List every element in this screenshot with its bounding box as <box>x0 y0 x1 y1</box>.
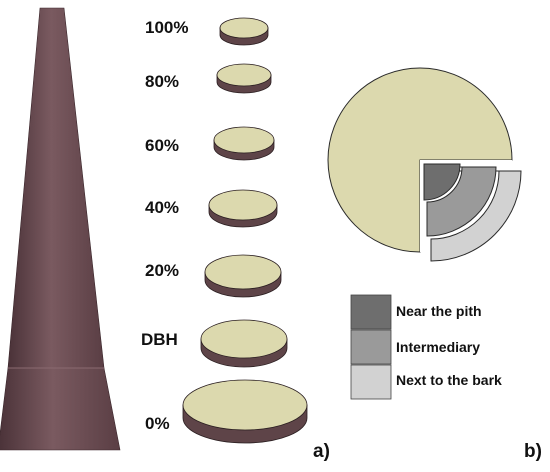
disc-0 <box>182 379 308 444</box>
disc-20 <box>204 254 282 298</box>
level-label-dbh: DBH <box>141 330 178 349</box>
zone-intermediary <box>426 166 497 237</box>
level-label-20: 20% <box>145 261 179 280</box>
level-label-60: 60% <box>145 136 179 155</box>
disc-40 <box>208 189 278 228</box>
zone-bark <box>430 170 522 262</box>
zone-pith <box>423 163 461 201</box>
disc-stack <box>182 17 308 444</box>
legend-label-bark: Next to the bark <box>396 372 502 388</box>
legend: Near the pith Intermediary Next to the b… <box>350 294 502 400</box>
legend-swatch-intermediary <box>350 329 392 365</box>
panel-label-a: a) <box>313 441 330 462</box>
cross-section <box>327 67 522 262</box>
legend-label-intermediary: Intermediary <box>396 339 480 355</box>
trunk-base <box>0 367 121 451</box>
section-disc <box>327 67 513 253</box>
disc-80 <box>216 63 272 94</box>
legend-swatch-pith <box>350 294 392 330</box>
level-label-80: 80% <box>145 72 179 91</box>
height-labels: 100% 80% 60% 40% 20% DBH 0% <box>141 18 188 433</box>
disc-100 <box>219 17 269 46</box>
tree-trunk <box>0 7 121 451</box>
legend-swatch-bark <box>350 364 392 400</box>
legend-label-pith: Near the pith <box>396 303 482 319</box>
level-label-0: 0% <box>145 414 170 433</box>
disc-60 <box>213 126 275 161</box>
disc-dbh <box>200 319 288 368</box>
level-label-40: 40% <box>145 198 179 217</box>
trunk-upper <box>7 7 105 369</box>
panel-label-b: b) <box>524 441 542 462</box>
level-label-100: 100% <box>145 18 188 37</box>
